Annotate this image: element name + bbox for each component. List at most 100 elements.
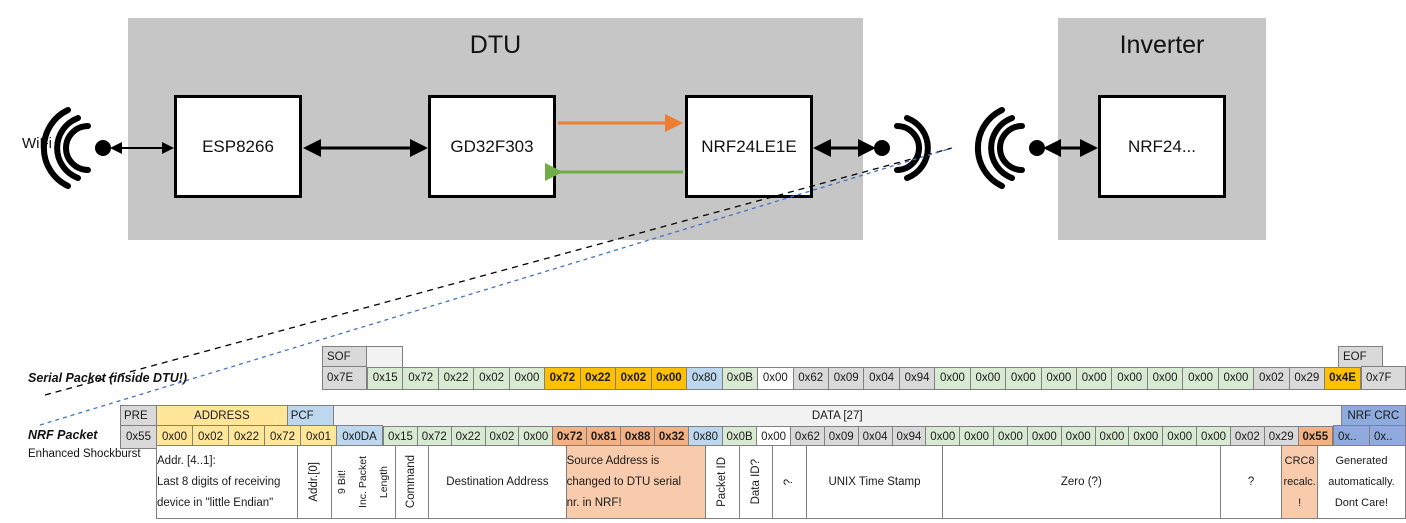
desc-destination-label: Destination Address xyxy=(446,475,549,488)
desc-address-line3: device in "little Endian" xyxy=(157,496,274,509)
nrf-byte-16: 0x00 xyxy=(925,425,961,449)
desc-zero-label: Zero (?) xyxy=(1060,475,1102,488)
desc-question: ? xyxy=(1219,445,1283,519)
desc-pcf-line3: Length xyxy=(377,465,390,499)
serial-byte-25: 0x02 xyxy=(1253,366,1290,390)
nrf-header-table: PRE ADDRESS PCF DATA [27] NRF CRC xyxy=(120,405,1406,428)
serial-byte-6: 0x22 xyxy=(579,366,617,390)
desc-crc8-line2: recalc. xyxy=(1283,475,1316,488)
serial-byte-17: 0x00 xyxy=(969,366,1007,390)
serial-byte-23: 0x00 xyxy=(1182,366,1219,390)
serial-byte-5: 0x72 xyxy=(544,366,581,390)
serial-byte-9: 0x80 xyxy=(686,366,723,390)
desc-crc8-line1: CRC8 xyxy=(1284,454,1315,467)
nrf-header-row: PRE ADDRESS PCF DATA [27] NRF CRC xyxy=(120,405,1406,428)
inverter-enclosure: Inverter xyxy=(1058,18,1266,240)
nrf-byte-10: 0x0B xyxy=(721,425,758,449)
nrf-byte-27: 0x55 xyxy=(1297,425,1334,449)
desc-crc8: CRC8 recalc. ! xyxy=(1281,445,1318,519)
nrf-byte-0: 0x15 xyxy=(383,425,418,449)
desc-data-id-label: Data ID? xyxy=(749,459,762,505)
nrf-data-header: DATA [27] xyxy=(332,405,1342,428)
nrf-byte-7: 0x88 xyxy=(620,425,656,449)
serial-byte-20: 0x00 xyxy=(1076,366,1113,390)
desc-destination: Destination Address xyxy=(428,445,567,519)
nrf-byte-12: 0x62 xyxy=(789,425,825,449)
desc-unknown: ? xyxy=(772,445,808,519)
desc-question-label: ? xyxy=(1247,475,1255,488)
nrf-byte-6: 0x81 xyxy=(586,425,622,449)
serial-byte-15: 0x94 xyxy=(898,366,936,390)
nrf-byte-13: 0x09 xyxy=(823,425,859,449)
desc-unknown-label: ? xyxy=(783,478,796,486)
serial-byte-21: 0x00 xyxy=(1111,366,1148,390)
serial-byte-22: 0x00 xyxy=(1146,366,1184,390)
nrf-byte-22: 0x00 xyxy=(1128,425,1164,449)
nrf-packet-sublabel: Enhanced Shockburst xyxy=(28,448,141,460)
serial-byte-26: 0x29 xyxy=(1288,366,1326,390)
nrf-byte-5: 0x72 xyxy=(552,425,588,449)
serial-byte-4: 0x00 xyxy=(508,366,546,390)
chip-nrf24-label: NRF24... xyxy=(1127,136,1197,156)
serial-packet-label: Serial Packet (inside DTU!) xyxy=(28,371,188,385)
desc-address: Addr. [4..1]: Last 8 digits of receiving… xyxy=(156,445,298,519)
desc-source-line3: nr. in NRF! xyxy=(566,496,622,509)
desc-address-line2: Last 8 digits of receiving xyxy=(157,475,281,488)
serial-byte-24: 0x00 xyxy=(1217,366,1255,390)
desc-crc8-line3: ! xyxy=(1298,496,1302,509)
desc-packet-id: Packet ID xyxy=(704,445,740,519)
dtu-title: DTU xyxy=(469,31,522,59)
serial-byte-10: 0x0B xyxy=(721,366,759,390)
serial-byte-3: 0x02 xyxy=(473,366,510,390)
desc-source: Source Address is changed to DTU serial … xyxy=(565,445,706,519)
nrf-byte-3: 0x02 xyxy=(484,425,520,449)
serial-byte-12: 0x62 xyxy=(792,366,829,390)
nrf-byte-15: 0x94 xyxy=(891,425,927,449)
desc-pcf-line1: 9 Bit! xyxy=(335,470,348,494)
nrf-packet-label: NRF Packet xyxy=(28,428,98,442)
nrf-byte-4: 0x00 xyxy=(518,425,554,449)
inverter-antenna-dot xyxy=(1029,140,1045,156)
desc-generated-line2: automatically. xyxy=(1328,475,1395,488)
serial-byte-0: 0x15 xyxy=(366,366,404,390)
desc-packet-id-label: Packet ID xyxy=(715,457,728,507)
desc-generated: Generated automatically. Dont Care! xyxy=(1316,445,1406,519)
serial-header-spacer xyxy=(366,346,403,369)
description-row: Addr. [4..1]: Last 8 digits of receiving… xyxy=(156,445,1406,519)
nrf-byte-24: 0x00 xyxy=(1196,425,1231,449)
desc-source-line2: changed to DTU serial xyxy=(566,475,682,488)
nrf-byte-19: 0x00 xyxy=(1026,425,1062,449)
desc-unix-label: UNIX Time Stamp xyxy=(828,475,921,488)
desc-source-line1: Source Address is xyxy=(566,454,660,467)
nrf-pre-header: PRE xyxy=(120,405,157,428)
nrf-byte-23: 0x00 xyxy=(1162,425,1198,449)
desc-generated-line3: Dont Care! xyxy=(1334,496,1389,509)
serial-byte-18: 0x00 xyxy=(1005,366,1042,390)
chip-nrf24: NRF24... xyxy=(1098,95,1226,198)
serial-byte-14: 0x04 xyxy=(863,366,900,390)
desc-pcf-line2: Inc. Packet xyxy=(356,456,369,508)
serial-eof-header: EOF xyxy=(1338,346,1383,369)
desc-generated-line1: Generated xyxy=(1335,454,1388,467)
nrf-byte-26: 0x29 xyxy=(1263,425,1299,449)
nrf-byte-14: 0x04 xyxy=(857,425,893,449)
serial-byte-27: 0x4E xyxy=(1324,366,1361,390)
serial-byte-8: 0x00 xyxy=(650,366,688,390)
nrf-pre-value: 0x55 xyxy=(120,425,157,449)
desc-address-line1: Addr. [4..1]: xyxy=(157,454,216,467)
desc-pcf: 9 Bit! Inc. Packet Length xyxy=(330,445,396,519)
nrf-byte-25: 0x02 xyxy=(1229,425,1265,449)
nrf-pcf-header: PCF xyxy=(286,405,334,428)
serial-sof-value: 0x7E xyxy=(322,366,367,390)
serial-byte-11: 0x00 xyxy=(757,366,794,390)
desc-addr0: Addr.[0] xyxy=(296,445,332,519)
nrf-byte-21: 0x00 xyxy=(1094,425,1130,449)
serial-byte-1: 0x72 xyxy=(402,366,439,390)
serial-byte-19: 0x00 xyxy=(1040,366,1078,390)
